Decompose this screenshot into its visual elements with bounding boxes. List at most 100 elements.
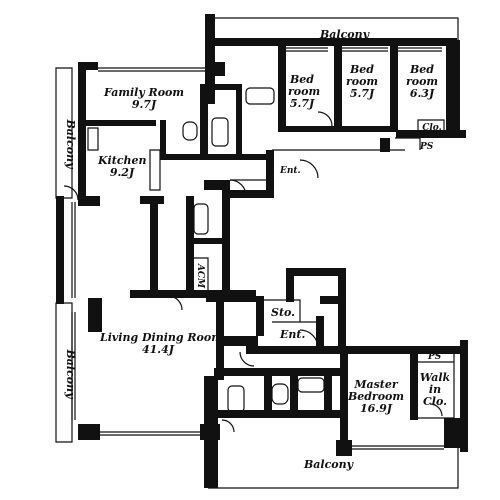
wall — [316, 316, 324, 348]
wall — [222, 190, 230, 300]
balcony-bottom-outline — [208, 440, 459, 489]
kitchen-fridge — [87, 127, 99, 151]
master-bedroom-name-2: Bedroom — [347, 390, 405, 403]
wall — [286, 268, 344, 276]
wall — [205, 14, 215, 104]
kitchen-name: Kitchen — [98, 154, 147, 167]
bedroom-2-name-1: Bed — [350, 63, 374, 76]
door-arc-walkin — [429, 403, 443, 417]
door-arc-kitchen — [63, 185, 79, 201]
wall — [200, 424, 220, 440]
wall — [186, 238, 222, 244]
bedroom-1-size: 5.7J — [289, 97, 315, 110]
wall — [324, 376, 332, 416]
storage-outline — [258, 299, 301, 322]
door-arc-bed1 — [317, 111, 333, 127]
walk-in-closet-label: Walk in Clo. — [418, 372, 452, 408]
entrance-lower-label: Ent. — [280, 328, 306, 341]
wall — [338, 268, 346, 348]
washbasin-lower — [297, 377, 325, 393]
window-master-bottom — [350, 445, 444, 450]
wall — [410, 354, 418, 420]
bathtub-lower — [227, 385, 245, 413]
wall — [266, 150, 274, 194]
wall — [380, 138, 390, 152]
bedroom-3-name-1: Bed — [410, 63, 434, 76]
wall — [208, 84, 242, 90]
kitchen-label: Kitchen 9.2J — [98, 154, 147, 179]
window-bed3-top — [398, 47, 442, 52]
bedroom-1-name-1: Bed — [290, 73, 314, 86]
balcony-bottom-label: Balcony — [304, 458, 354, 471]
bedroom-2-name-2: room — [345, 75, 379, 88]
window-bed2-top — [342, 47, 388, 52]
bedroom-3-label: Bed room 6.3J — [404, 64, 440, 100]
door-arc-hall — [239, 351, 255, 367]
door-arc-living — [167, 295, 183, 311]
wall — [336, 440, 352, 456]
wall — [264, 376, 272, 416]
wall — [216, 336, 258, 346]
wall — [200, 84, 208, 154]
washbasin-upper — [211, 117, 229, 147]
wall — [204, 180, 230, 190]
storage-label: Sto. — [271, 306, 295, 319]
ps-lower-label: PS — [428, 352, 442, 362]
wall — [206, 290, 256, 302]
closet-label: Clo. — [422, 123, 442, 133]
balcony-top-outline — [208, 17, 459, 46]
wall — [86, 120, 156, 126]
family-room-label: Family Room 9.7J — [104, 87, 184, 111]
walk-in-closet-line-3: Clo. — [423, 395, 447, 408]
entrance-upper-label: Ent. — [280, 166, 301, 176]
living-dining-size: 41.4J — [142, 343, 174, 356]
wall — [205, 38, 457, 46]
wall — [205, 62, 225, 76]
living-dining-name: Living Dining Room — [100, 331, 223, 344]
wall — [446, 40, 460, 132]
wall — [320, 296, 346, 304]
wall — [150, 196, 158, 296]
wall — [290, 376, 298, 416]
wall — [78, 62, 98, 70]
wall — [334, 46, 342, 132]
wall — [78, 424, 100, 440]
window-living-bottom — [100, 431, 200, 436]
wall — [340, 354, 348, 454]
master-bedroom-size: 16.9J — [360, 402, 392, 415]
door-arc-bath-lower — [221, 419, 235, 433]
walk-in-closet-line-1: Walk — [419, 371, 451, 384]
wall — [396, 130, 466, 138]
bedroom-1-name-2: room — [288, 85, 321, 98]
window-family-top — [98, 67, 205, 72]
wall — [214, 410, 344, 418]
balcony-top-label: Balcony — [320, 28, 370, 41]
toilet-lower — [271, 383, 289, 405]
family-room-name: Family Room — [104, 86, 185, 99]
window-bed1-top — [286, 47, 328, 52]
balcony-left-upper-outline — [55, 67, 73, 199]
toilet-upper — [182, 121, 198, 141]
bedroom-2-label: Bed room 5.7J — [344, 64, 380, 100]
washer — [193, 203, 209, 235]
wall — [130, 290, 230, 298]
wall — [230, 190, 274, 198]
window-living-left-lower — [71, 312, 76, 420]
wall — [460, 340, 468, 452]
wall — [160, 120, 166, 160]
family-room-size: 9.7J — [131, 98, 157, 111]
wall — [236, 84, 242, 154]
kitchen-counter — [149, 149, 161, 191]
balcony-left-upper-label: Balcony — [64, 119, 77, 169]
window-living-left-upper — [71, 202, 76, 298]
wall — [166, 154, 272, 160]
ps-upper-label: PS — [420, 142, 434, 152]
bedroom-2-size: 5.7J — [349, 87, 375, 100]
wall — [390, 46, 398, 132]
master-bedroom-name-1: Master — [354, 378, 398, 391]
acm-label: ACM — [195, 263, 205, 289]
balcony-left-lower-label: Balcony — [64, 349, 77, 399]
wall — [278, 46, 286, 132]
